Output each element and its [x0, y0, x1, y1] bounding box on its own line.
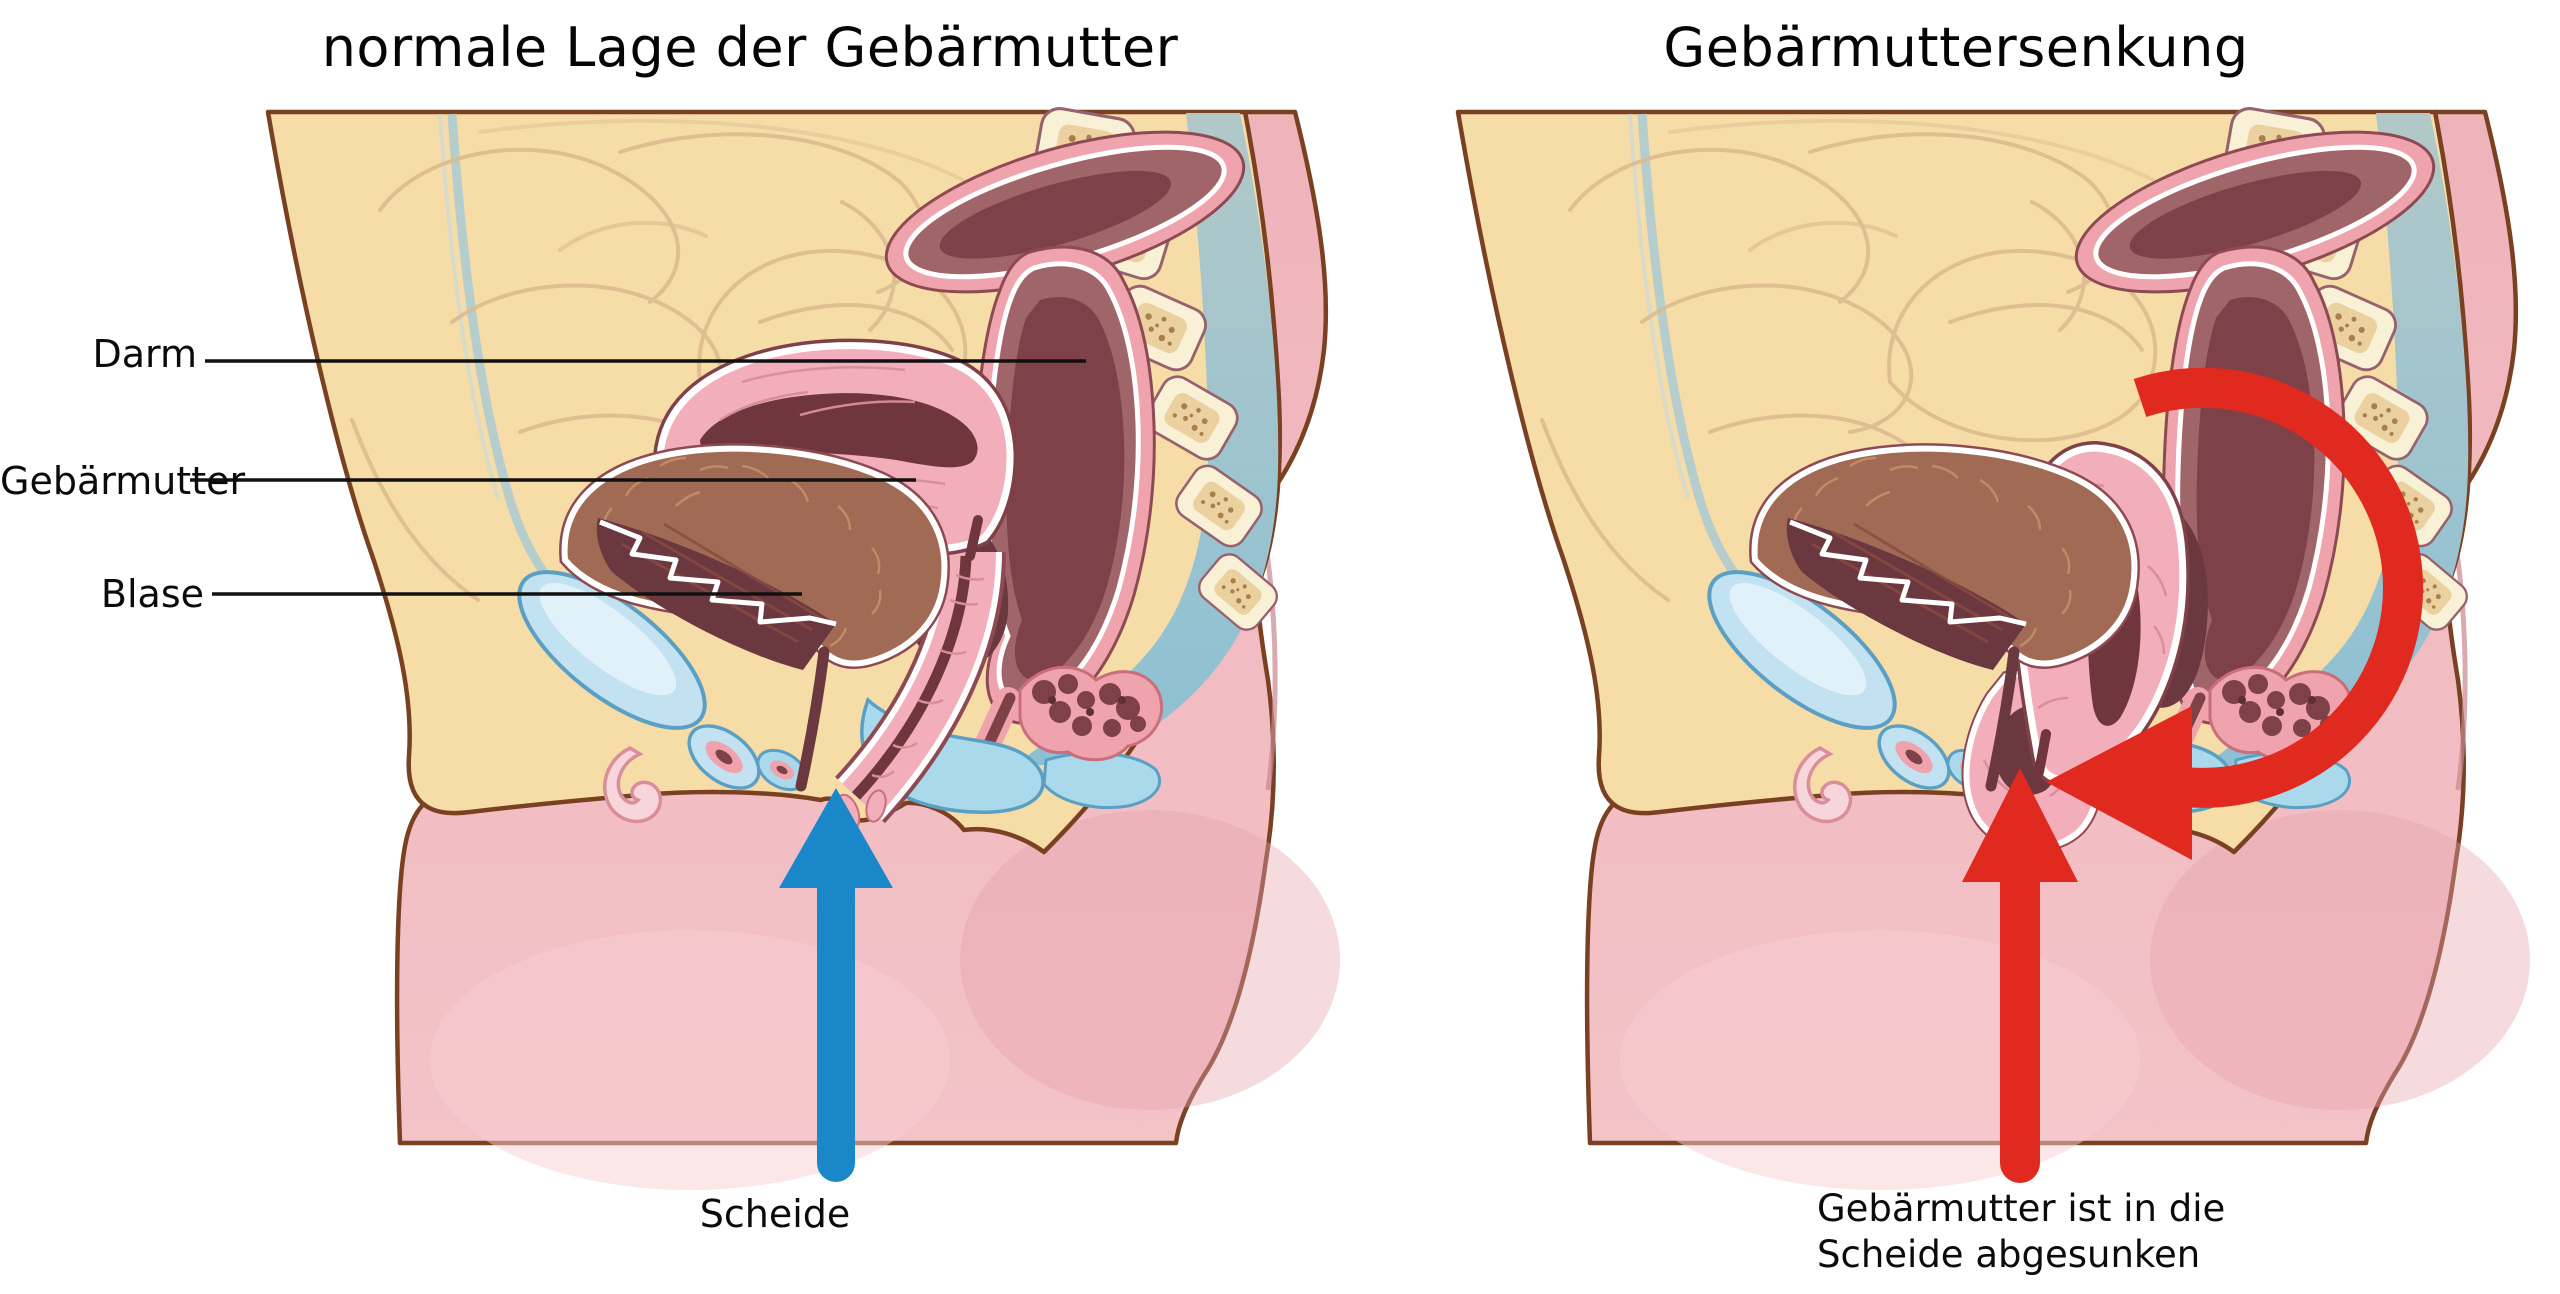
label-blase: Blase	[100, 572, 204, 616]
prolapse-caption: Gebärmutter ist in die Scheide abgesunke…	[1817, 1186, 2437, 1278]
label-gebaermutter: Gebärmutter	[0, 459, 246, 503]
prolapse-caption-line2: Scheide abgesunken	[1817, 1233, 2201, 1276]
vagina-arrow	[779, 788, 893, 1182]
title-right: Gebärmuttersenkung	[1663, 16, 2249, 79]
vagina-arrow-head	[779, 788, 893, 888]
figure-prolapse-anatomy	[1458, 99, 2530, 1190]
leader-lines	[190, 359, 1086, 596]
prolapse-curve-arrow	[2133, 367, 2423, 808]
label-darm: Darm	[92, 332, 197, 376]
prolapse-arrows	[1962, 367, 2423, 1183]
prolapse-caption-line1: Gebärmutter ist in die	[1817, 1187, 2226, 1230]
label-scheide: Scheide	[699, 1192, 851, 1236]
prolapse-up-arrow-head	[1962, 768, 2078, 882]
figure-normal-anatomy	[190, 99, 1340, 1190]
prolapse-curve-arrow-head	[2046, 706, 2192, 860]
title-left: normale Lage der Gebärmutter	[321, 16, 1179, 79]
